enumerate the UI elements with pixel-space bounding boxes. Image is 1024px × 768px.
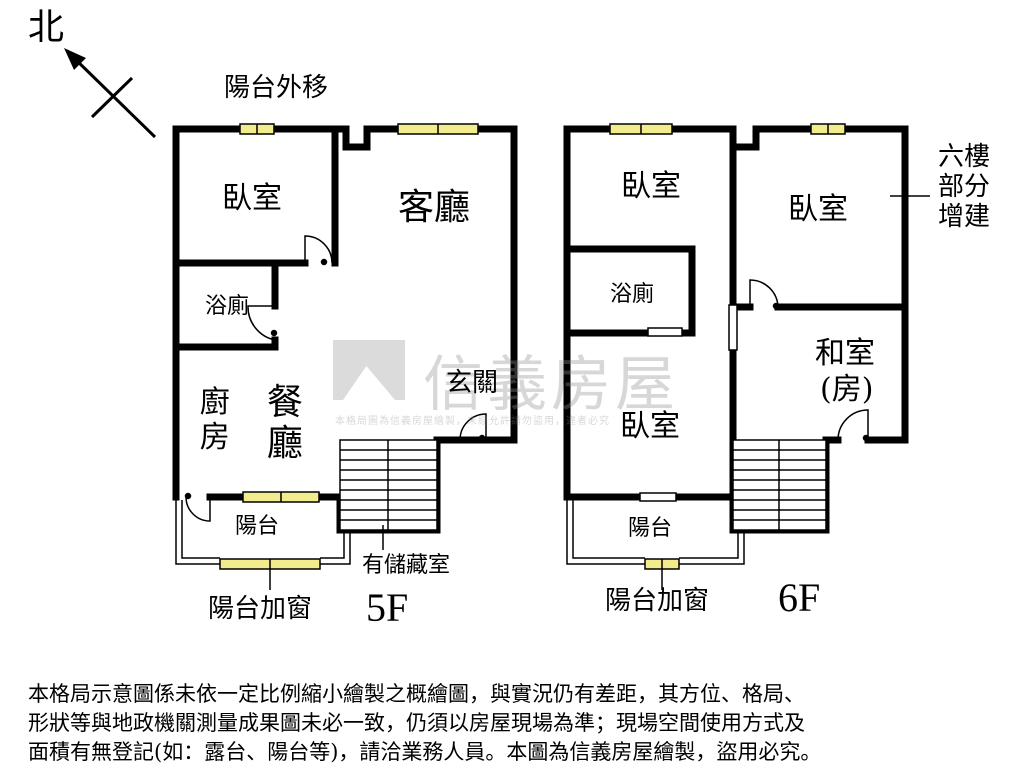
floor5-kitchen: 廚房 <box>199 385 230 455</box>
floor6-bedroom-nw: 臥室 <box>621 169 681 204</box>
watermark: 信義房屋 本格局圖為信義房屋繪製，未經允許請勿盜用，違者必究 <box>333 340 693 430</box>
floor5-storage: 有儲藏室 <box>362 553 451 578</box>
disclaimer-text: 本格局示意圖係未依一定比例縮小繪製之概繪圖，與實況仍有差距，其方位、格局、 形狀… <box>28 680 998 767</box>
floor5-doors <box>184 235 487 522</box>
floor5-stairs <box>339 439 438 550</box>
disclaimer-line-3: 面積有無登記(如：露台、陽台等)，請洽業務人員。本圖為信義房屋繪製，盜用必究。 <box>28 740 822 764</box>
floor5-window: 陽台加窗 <box>208 594 313 624</box>
floor5-windows <box>219 123 479 570</box>
floor6-balcony-rail <box>566 195 930 590</box>
floor6-window: 陽台加窗 <box>605 586 710 616</box>
floor6-windows <box>609 123 846 570</box>
floor6-bedroom-center: 臥室 <box>620 409 680 444</box>
floor6-bath: 浴廁 <box>610 282 655 307</box>
floor6-balcony: 陽台 <box>628 516 673 541</box>
disclaimer-line-2: 形狀等與地政機關測量成果圖未必一致，仍須以房屋現場為準；現場空間使用方式及 <box>28 711 805 735</box>
floor6-walls <box>563 125 909 534</box>
brand-logo-icon <box>333 340 405 400</box>
north-arrow-icon <box>64 48 157 139</box>
floor5-bedroom: 臥室 <box>222 181 282 216</box>
floor5-bath: 浴廁 <box>205 294 250 319</box>
floor6-washitsu: 和室 <box>815 336 875 371</box>
watermark-note: 本格局圖為信義房屋繪製，未經允許請勿盜用，違者必究 <box>335 416 610 427</box>
floor6-addition: 六樓部分增建 <box>937 142 990 232</box>
floor5-balcony: 陽台 <box>235 514 280 539</box>
floor6-doors <box>749 279 870 442</box>
floor5-living: 客廳 <box>398 187 471 228</box>
floor6-title: 6F <box>778 575 821 620</box>
watermark-brand: 信義房屋 <box>423 350 679 420</box>
floor5-dining: 餐廳 <box>266 382 303 465</box>
floor6-stairs <box>732 439 827 531</box>
floor5-balcony-rail <box>175 500 351 590</box>
floor5-foyer: 玄關 <box>446 368 499 398</box>
floor-plan-drawing <box>64 48 930 590</box>
north-label: 北 <box>28 7 65 48</box>
floor5-balcony-moved: 陽台外移 <box>224 73 329 103</box>
floor5-title: 5F <box>366 585 409 630</box>
disclaimer-line-1: 本格局示意圖係未依一定比例縮小繪製之概繪圖，與實況仍有差距，其方位、格局、 <box>28 682 805 706</box>
floor6-bedroom-ne: 臥室 <box>788 192 848 227</box>
floor6-washitsu-note: (房) <box>820 372 874 407</box>
